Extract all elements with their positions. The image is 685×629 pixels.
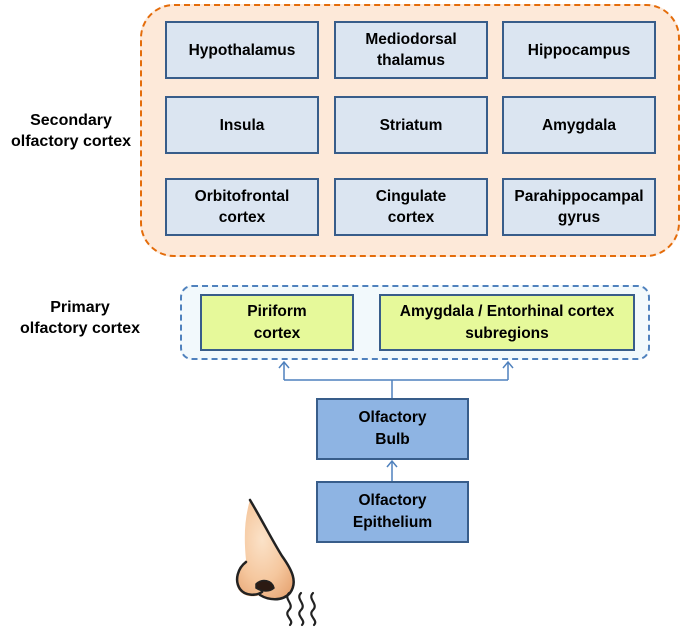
region-orbitofrontal-cortex: Orbitofrontal cortex	[165, 178, 319, 236]
arrow-epithelium-to-bulb	[386, 459, 398, 481]
olfactory-epithelium-box: Olfactory Epithelium	[316, 481, 469, 543]
region-hippocampus: Hippocampus	[502, 21, 656, 79]
region-insula: Insula	[165, 96, 319, 154]
region-amygdala-entorhinal-subregions: Amygdala / Entorhinal cortex subregions	[379, 294, 635, 351]
nose-icon	[235, 498, 295, 601]
region-piriform-cortex: Piriform cortex	[200, 294, 354, 351]
region-parahippocampal-gyrus: Parahippocampal gyrus	[502, 178, 656, 236]
region-hypothalamus: Hypothalamus	[165, 21, 319, 79]
primary-cortex-label: Primary olfactory cortex	[19, 299, 141, 337]
region-mediodorsal-thalamus: Mediodorsal thalamus	[334, 21, 488, 79]
odor-waves-icon	[286, 591, 317, 627]
secondary-cortex-label: Secondary olfactory cortex	[10, 112, 132, 150]
region-cingulate-cortex: Cingulate cortex	[334, 178, 488, 236]
olfactory-bulb-box: Olfactory Bulb	[316, 398, 469, 460]
region-striatum: Striatum	[334, 96, 488, 154]
region-amygdala: Amygdala	[502, 96, 656, 154]
arrow-bulb-to-primary-cortex	[278, 360, 514, 398]
